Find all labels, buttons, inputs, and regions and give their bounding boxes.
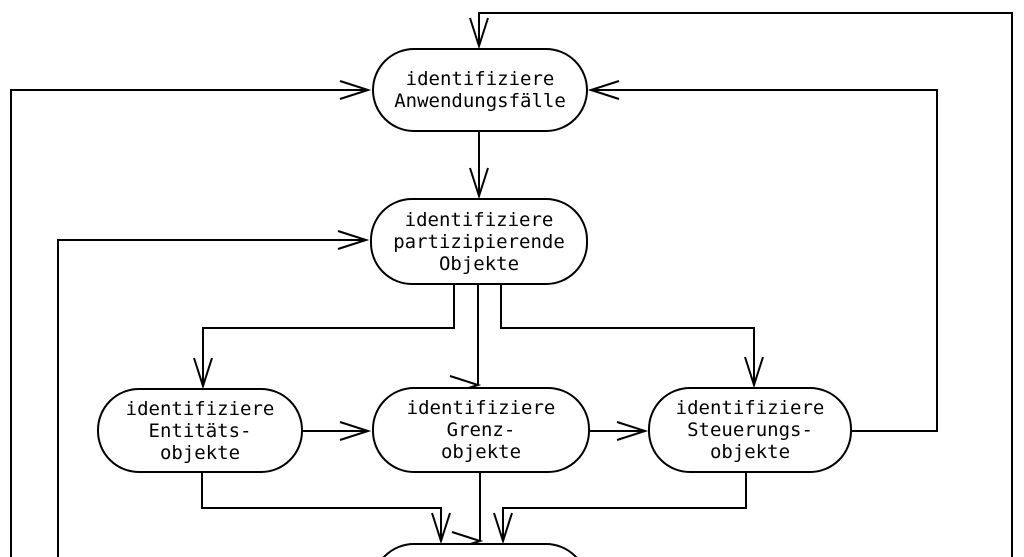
edge-control-to-use-cases xyxy=(587,80,938,432)
node-identify-control-objects: identifiziere Steuerungs- objekte xyxy=(648,387,852,473)
node-bottom-partial xyxy=(372,543,588,557)
node-label-line: objekte xyxy=(159,441,241,464)
node-label-line: identifiziere xyxy=(125,397,275,420)
node-label-line: Anwendungsfälle xyxy=(394,90,566,112)
node-identify-participating-objects: identifiziere partizipierende Objekte xyxy=(370,198,588,285)
node-label-line: Steuerungs- xyxy=(687,419,813,441)
edge-bottom-to-use-cases-left xyxy=(10,80,372,557)
node-label-line: identifiziere xyxy=(405,68,555,90)
node-label-line: identifiziere xyxy=(406,397,556,419)
node-label-line: Entitäts- xyxy=(148,419,252,442)
node-label-line: Objekte xyxy=(438,252,520,275)
node-label-line: identifiziere xyxy=(675,397,825,419)
node-label-line: objekte xyxy=(440,441,522,463)
edge-participating-to-entity xyxy=(193,285,455,390)
node-identify-entity-objects: identifiziere Entitäts- objekte xyxy=(97,388,303,473)
edge-participating-to-control xyxy=(500,285,764,389)
node-identify-boundary-objects: identifiziere Grenz- objekte xyxy=(372,387,590,473)
edge-bottom-to-participating-left xyxy=(57,230,370,557)
edge-bottom-to-use-cases-top xyxy=(469,12,1013,557)
node-identify-use-cases: identifiziere Anwendungsfälle xyxy=(372,48,588,132)
node-label-line: partizipierende xyxy=(393,230,565,253)
node-label-line: Grenz- xyxy=(446,419,516,441)
node-label-line: objekte xyxy=(709,441,791,463)
node-label-line: identifiziere xyxy=(404,208,554,231)
edge-control-to-bottom xyxy=(493,473,747,545)
edge-entity-to-bottom xyxy=(201,473,451,545)
